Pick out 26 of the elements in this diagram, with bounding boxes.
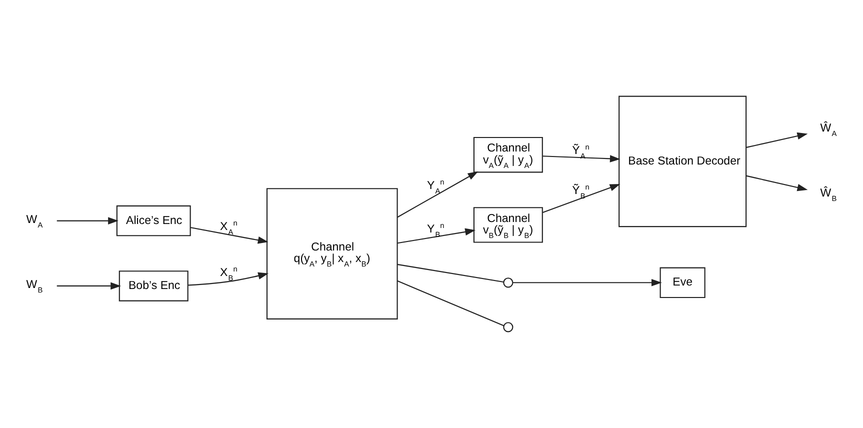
node-text: Ŵ$_{A}$	[820, 122, 837, 138]
arrow	[190, 226, 268, 244]
arrow	[56, 282, 121, 290]
node-circle	[503, 322, 514, 332]
node-box: Alice’s Enc	[116, 205, 191, 236]
arrow	[746, 175, 808, 192]
node-text: W$_{A}$	[26, 214, 43, 230]
connector	[397, 280, 504, 326]
arrow	[512, 279, 662, 286]
arrow	[542, 155, 620, 162]
connector	[397, 264, 504, 283]
node-box: Bob’s Enc	[118, 270, 188, 302]
node-box: Channel v$_{A}$(ỹ$_{A}$ | y$_{A}$)	[473, 137, 543, 173]
arrow	[188, 272, 269, 286]
node-box: Eve	[660, 267, 706, 298]
arrow	[746, 132, 808, 148]
node-text: W$_{B}$	[26, 279, 43, 295]
arrow	[56, 217, 118, 224]
node-box: Channel v$_{B}$(ỹ$_{B}$ | y$_{B}$)	[473, 207, 543, 243]
node-circle	[503, 278, 514, 288]
node-text: Ŵ$_{B}$	[820, 188, 837, 204]
node-box: Base Station Decoder	[618, 96, 747, 228]
arrow	[397, 228, 476, 244]
node-box: Channel q(y$_{A}$, y$_{B}$| x$_{A}$, x$_{B}$)	[266, 188, 398, 320]
arrow	[542, 184, 620, 214]
arrow	[397, 171, 478, 218]
